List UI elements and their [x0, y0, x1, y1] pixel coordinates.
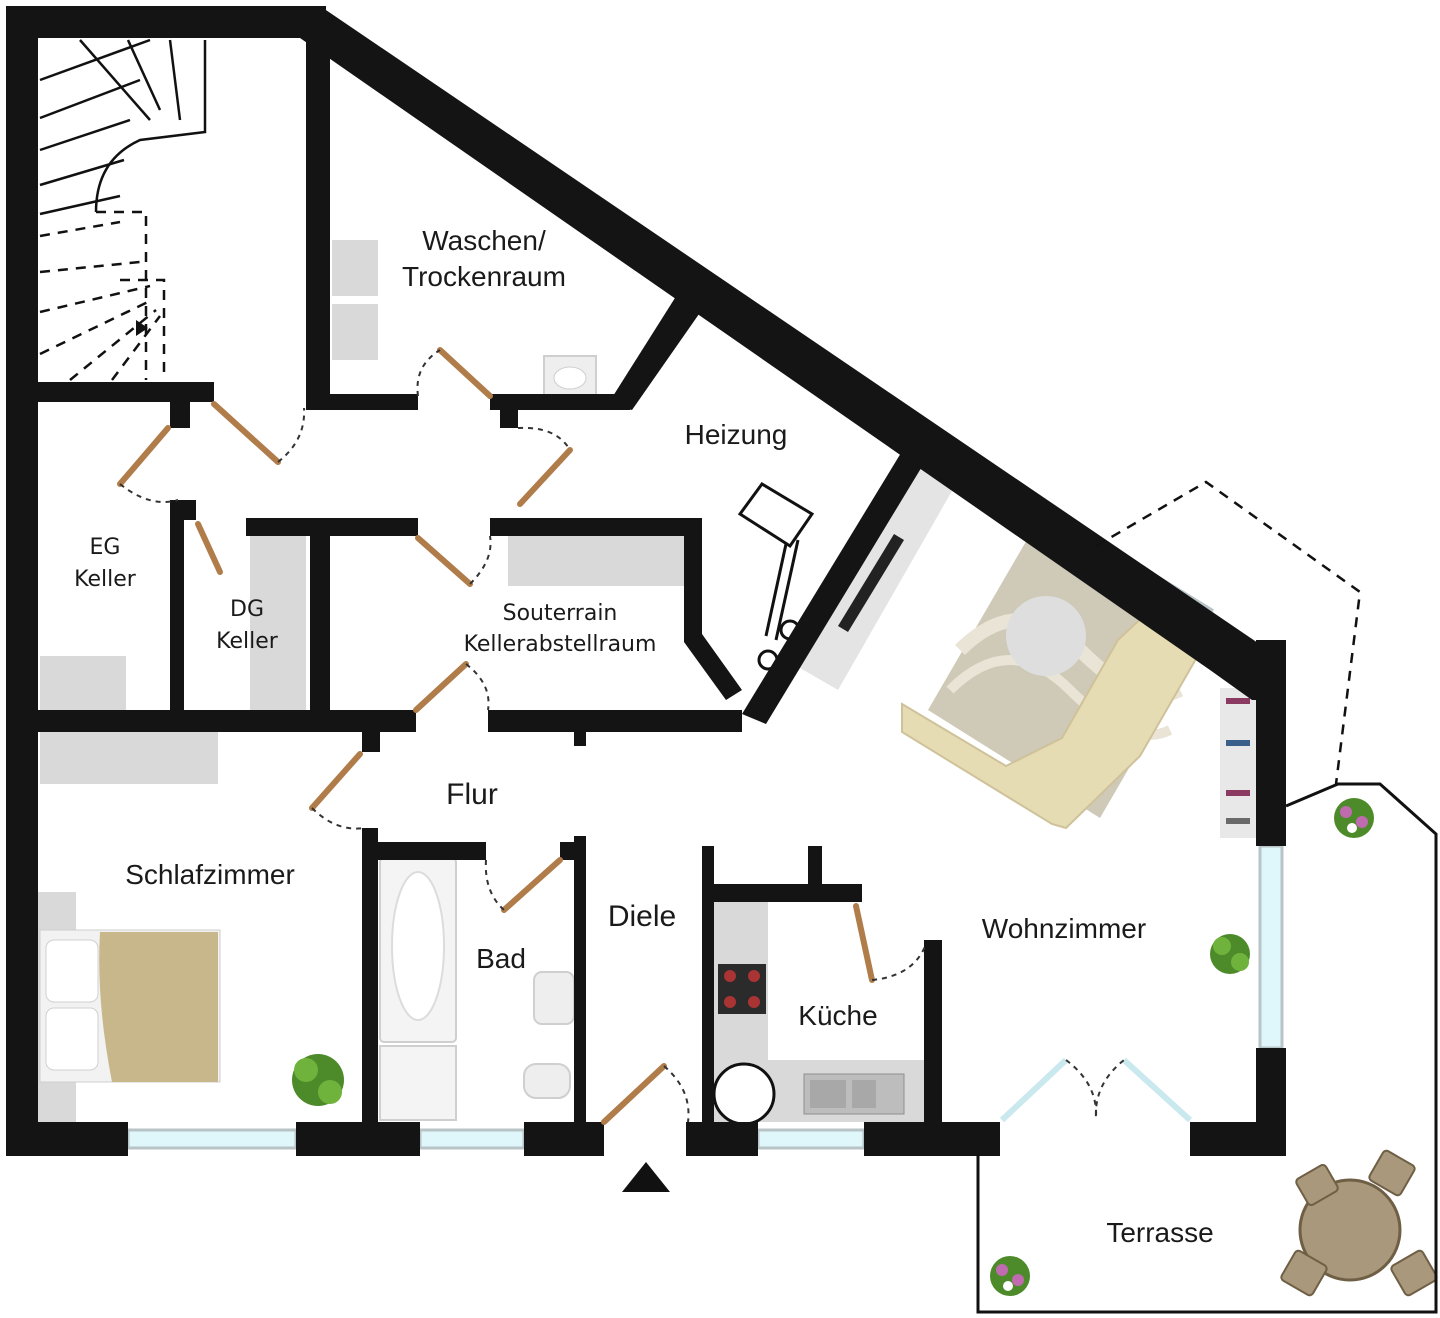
entrance-arrow-icon	[622, 1162, 670, 1192]
label-diele: Diele	[608, 900, 676, 933]
storage-shelf	[508, 534, 686, 586]
entrance-door	[601, 1063, 667, 1125]
label-flur: Flur	[446, 778, 498, 811]
bed-cover	[99, 932, 218, 1082]
plant-icon	[292, 1054, 344, 1106]
walls	[6, 6, 1438, 1314]
cooktop	[718, 964, 766, 1014]
doors	[117, 347, 1193, 1125]
door	[853, 903, 875, 983]
label-kueche: Küche	[798, 1000, 877, 1031]
terrace-dining-table	[1280, 1149, 1438, 1297]
door	[437, 347, 493, 399]
label-terrasse: Terrasse	[1106, 1217, 1213, 1248]
door	[211, 401, 281, 465]
flower-pot-icon	[990, 1256, 1030, 1296]
shower-tray	[379, 1045, 457, 1121]
kitchen-table	[712, 1062, 776, 1126]
label-waschen-line2: Trockenraum	[402, 261, 566, 292]
pillow	[45, 939, 99, 1003]
label-bad: Bad	[476, 943, 526, 974]
door	[117, 425, 171, 487]
label-dg-keller-line2: Keller	[216, 629, 279, 654]
tv	[838, 534, 904, 632]
dryer	[332, 304, 378, 360]
window	[418, 1128, 526, 1150]
wardrobe	[40, 732, 218, 784]
toilet	[523, 1063, 571, 1099]
terrace-door	[1121, 1057, 1193, 1123]
storage-shelf-dg	[250, 534, 306, 712]
bathroom-sink	[533, 971, 575, 1025]
door	[195, 521, 223, 575]
flower-pot-icon	[1334, 798, 1374, 838]
pillow	[45, 1007, 99, 1071]
plant-icon	[1210, 934, 1250, 974]
door	[309, 751, 363, 811]
label-eg-keller-line2: Keller	[74, 567, 137, 592]
label-dg-keller-line1: DG	[230, 597, 264, 622]
label-eg-keller-line1: EG	[90, 535, 121, 560]
door	[415, 535, 473, 587]
window	[1258, 844, 1284, 1050]
label-heizung: Heizung	[685, 419, 788, 450]
staircase	[39, 38, 207, 381]
door	[517, 447, 573, 507]
furniture	[38, 240, 1438, 1297]
label-souterrain-line2: Kellerabstellraum	[464, 632, 657, 657]
storage-shelf-eg	[40, 656, 126, 712]
label-souterrain-line1: Souterrain	[503, 601, 618, 626]
label-wohnzimmer: Wohnzimmer	[982, 913, 1146, 944]
window	[756, 1128, 866, 1150]
window	[126, 1128, 298, 1150]
label-waschen-line1: Waschen/	[422, 225, 546, 256]
door	[413, 661, 469, 713]
terrace-door	[999, 1057, 1069, 1123]
washing-machine	[332, 240, 378, 296]
door	[501, 857, 563, 913]
bookshelf	[1220, 688, 1256, 838]
coffee-table	[1006, 596, 1086, 676]
room-labels: Waschen/ Trockenraum Heizung EG Keller D…	[74, 225, 1214, 1248]
heating-boiler	[737, 482, 815, 549]
label-schlafzimmer: Schlafzimmer	[125, 859, 295, 890]
